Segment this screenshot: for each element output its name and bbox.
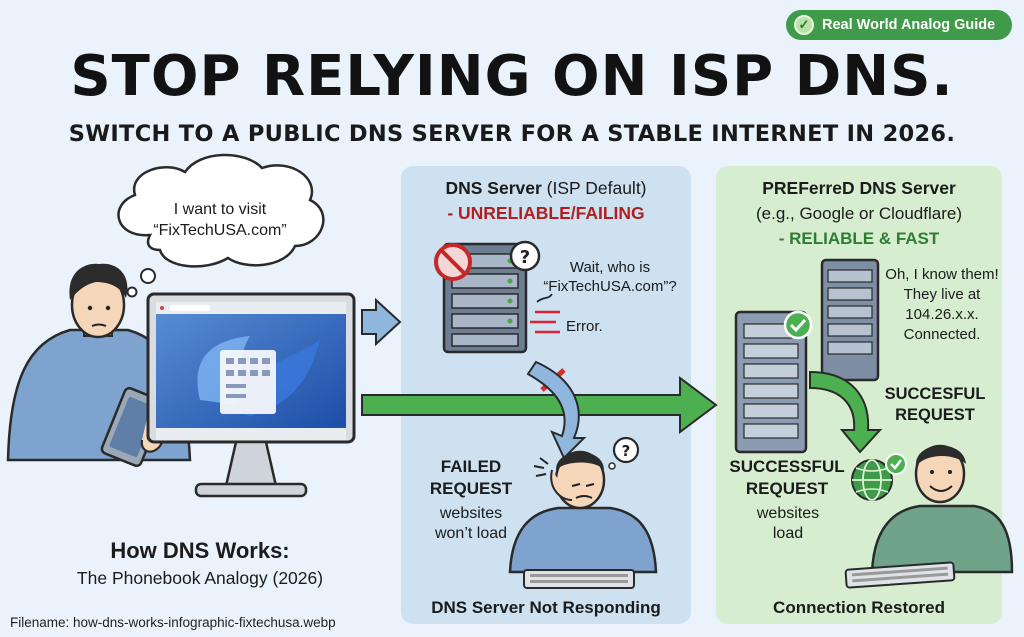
right-label-line-2: REQUEST: [895, 406, 975, 424]
svg-text:?: ?: [622, 442, 631, 460]
how-dns-title: How DNS Works:: [110, 538, 290, 563]
success-note-line-2: load: [772, 525, 804, 542]
failed-request-note: websites won’t load: [411, 504, 531, 544]
preferred-server-back: [820, 258, 880, 382]
isp-query-line-2: “FixTechUSA.com”?: [543, 278, 677, 295]
answer-line-4: Connected.: [903, 326, 981, 343]
preferred-server-front: [734, 310, 808, 454]
answer-line-1: Oh, I know them!: [885, 266, 999, 283]
question-icon: ?: [509, 240, 541, 272]
happy-person: [844, 444, 1014, 589]
isp-heading-bold: DNS Server: [445, 178, 542, 198]
failed-note-line-2: won’t load: [434, 525, 508, 542]
thought-bubble: [117, 153, 325, 298]
thought-text: I want to visit “FixTechUSA.com”: [130, 199, 310, 241]
badge-label: Real World Analog Guide: [822, 17, 996, 33]
thought-line-1: I want to visit: [173, 201, 267, 218]
thought-line-2: “FixTechUSA.com”: [153, 222, 287, 239]
svg-text:?: ?: [520, 247, 530, 268]
arrow-icon: [361, 297, 402, 347]
question-icon-small: ?: [608, 436, 640, 470]
filename-caption: Filename: how-dns-works-infographic-fixt…: [10, 615, 336, 630]
answer-line-3: 104.26.x.x.: [905, 306, 979, 323]
guide-badge: ✓ Real World Analog Guide: [786, 10, 1012, 40]
prohibited-icon: [434, 243, 472, 281]
success-arrow: [361, 376, 718, 434]
isp-heading-rest: (ISP Default): [541, 178, 647, 198]
left-label-line-2: REQUEST: [745, 479, 829, 498]
failed-note-line-1: websites: [439, 505, 503, 522]
isp-query: Wait, who is “FixTechUSA.com”?: [520, 258, 700, 296]
successful-request-label-right: SUCCESFUL REQUEST: [870, 384, 1000, 426]
isp-heading: DNS Server (ISP Default): [401, 178, 691, 199]
badge-icon: ✓: [794, 15, 814, 35]
page-title: STOP RELYING ON ISP DNS.: [70, 44, 954, 109]
left-label-line-1: SUCCESSFUL: [729, 457, 845, 476]
preferred-answer: Oh, I know them! They live at 104.26.x.x…: [872, 265, 1012, 345]
preferred-status: - RELIABLE & FAST: [778, 229, 940, 248]
successful-request-label-left: SUCCESSFUL REQUEST: [718, 456, 856, 500]
failed-label-line-1: FAILED: [440, 457, 502, 476]
successful-request-note: websites load: [728, 504, 848, 544]
monitor: [146, 292, 356, 498]
isp-error: Error.: [566, 318, 603, 335]
check-icon: [783, 310, 813, 340]
isp-query-line-1: Wait, who is: [569, 259, 651, 276]
isp-caption: DNS Server Not Responding: [431, 598, 661, 617]
globe-icon: [851, 453, 907, 501]
page-subtitle: SWITCH TO A PUBLIC DNS SERVER FOR A STAB…: [68, 121, 956, 147]
preferred-caption: Connection Restored: [773, 598, 945, 617]
frustrated-person: [508, 450, 658, 589]
error-dashes: [530, 310, 560, 334]
right-label-line-1: SUCCESFUL: [884, 385, 986, 403]
how-dns-subtitle: The Phonebook Analogy (2026): [76, 568, 324, 588]
failed-request-label: FAILED REQUEST: [411, 456, 531, 500]
failed-label-line-2: REQUEST: [429, 479, 513, 498]
answer-line-2: They live at: [903, 286, 981, 303]
preferred-example: (e.g., Google or Cloudflare): [756, 204, 962, 223]
success-note-line-1: websites: [756, 505, 820, 522]
preferred-heading: PREFerreD DNS Server: [762, 178, 956, 198]
isp-status: - UNRELIABLE/FAILING: [447, 203, 645, 223]
